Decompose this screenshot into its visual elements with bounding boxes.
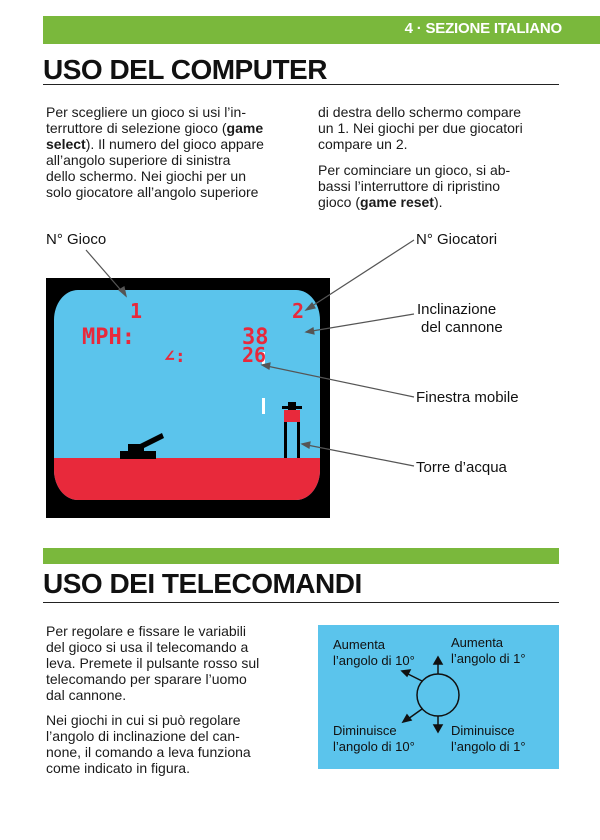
game-number-readout: 1 bbox=[130, 299, 142, 323]
text-line: all’angolo superiore di sinistra bbox=[46, 152, 231, 168]
text-line: Nei giochi in cui si può regolare bbox=[46, 712, 241, 728]
title-rule bbox=[43, 602, 559, 603]
bold-term: game reset bbox=[360, 194, 434, 210]
text-line: leva. Premete il pulsante rosso sul bbox=[46, 655, 260, 671]
players-readout: 2 bbox=[292, 299, 304, 323]
controller-paragraph-2: Nei giochi in cui si può regolare l’ango… bbox=[46, 712, 296, 776]
text-line: Per scegliere un gioco si usi l’in- bbox=[46, 104, 246, 120]
mph-value-readout: 38 bbox=[242, 325, 269, 350]
text-line: solo giocatore all’angolo superiore bbox=[46, 184, 259, 200]
bold-term: select bbox=[46, 136, 86, 152]
section-divider-bar bbox=[43, 548, 559, 564]
text-line: dal cannone. bbox=[46, 687, 127, 703]
bold-term: game bbox=[226, 120, 264, 136]
joystick-knob bbox=[416, 673, 460, 717]
text-line: come indicato in figura. bbox=[46, 760, 190, 776]
section-label: 4 · SEZIONE ITALIANO bbox=[404, 20, 563, 37]
text-line: bassi l’interruttore di ripristino bbox=[318, 178, 501, 194]
label-moving-window: Finestra mobile bbox=[416, 389, 519, 406]
section-title-computer: USO DEL COMPUTER bbox=[43, 54, 327, 85]
game-screen: 1 2 MPH: 38 ∠: 26 bbox=[54, 290, 320, 500]
text-line: Per regolare e fissare le variabili bbox=[46, 623, 246, 639]
text-line: none, il comando a leva funziona bbox=[46, 744, 251, 760]
text-line: dello schermo. Nei giochi per un bbox=[46, 168, 246, 184]
text-line: un 1. Nei giochi per due giocatori bbox=[318, 120, 523, 136]
text-line: ). bbox=[433, 194, 443, 210]
water-tower-sprite bbox=[282, 402, 302, 458]
text-line: gioco ( bbox=[318, 194, 361, 210]
section-header-bar: 4 · SEZIONE ITALIANO bbox=[43, 16, 600, 44]
text-line: di destra dello schermo compare bbox=[318, 104, 522, 120]
text-line: l’angolo di inclinazione del can- bbox=[46, 728, 240, 744]
text-line: ). Il numero del gioco appare bbox=[85, 136, 264, 152]
section-title-controllers: USO DEI TELECOMANDI bbox=[43, 568, 362, 599]
label-angle-line2: del cannone bbox=[421, 319, 503, 336]
computer-paragraph-left: Per scegliere un gioco si usi l’in- terr… bbox=[46, 104, 306, 200]
text-line: terruttore di selezione gioco ( bbox=[46, 120, 227, 136]
text-line: compare un 2. bbox=[318, 136, 408, 152]
cannon-sprite bbox=[120, 433, 164, 459]
text-line: del gioco si usa il telecomando a bbox=[46, 639, 249, 655]
text-line: telecomando per sparare l’uomo bbox=[46, 671, 247, 687]
angle-value-readout: 26 bbox=[242, 343, 266, 367]
arrow-down-left-icon bbox=[407, 708, 423, 720]
mph-label-readout: MPH: bbox=[82, 325, 135, 350]
label-players: N° Giocatori bbox=[416, 231, 498, 248]
game-screen-frame: 1 2 MPH: 38 ∠: 26 bbox=[46, 278, 330, 518]
label-water-tower: Torre d’acqua bbox=[416, 459, 507, 476]
label-game-number: N° Gioco bbox=[46, 231, 107, 248]
angle-label-readout: ∠: bbox=[164, 346, 186, 367]
controller-paragraph-1: Per regolare e fissare le variabili del … bbox=[46, 623, 296, 703]
ground bbox=[54, 458, 320, 500]
label-angle-line1: Inclinazione bbox=[417, 301, 497, 318]
title-rule bbox=[43, 84, 559, 85]
moving-window-bottom bbox=[262, 398, 265, 414]
text-line: Per cominciare un gioco, si ab- bbox=[318, 162, 511, 178]
game-scene: 1 2 MPH: 38 ∠: 26 bbox=[82, 299, 304, 459]
joystick-arrows bbox=[400, 655, 460, 734]
moving-window-top bbox=[262, 352, 265, 366]
computer-paragraph-right: di destra dello schermo compare un 1. Ne… bbox=[318, 104, 563, 210]
